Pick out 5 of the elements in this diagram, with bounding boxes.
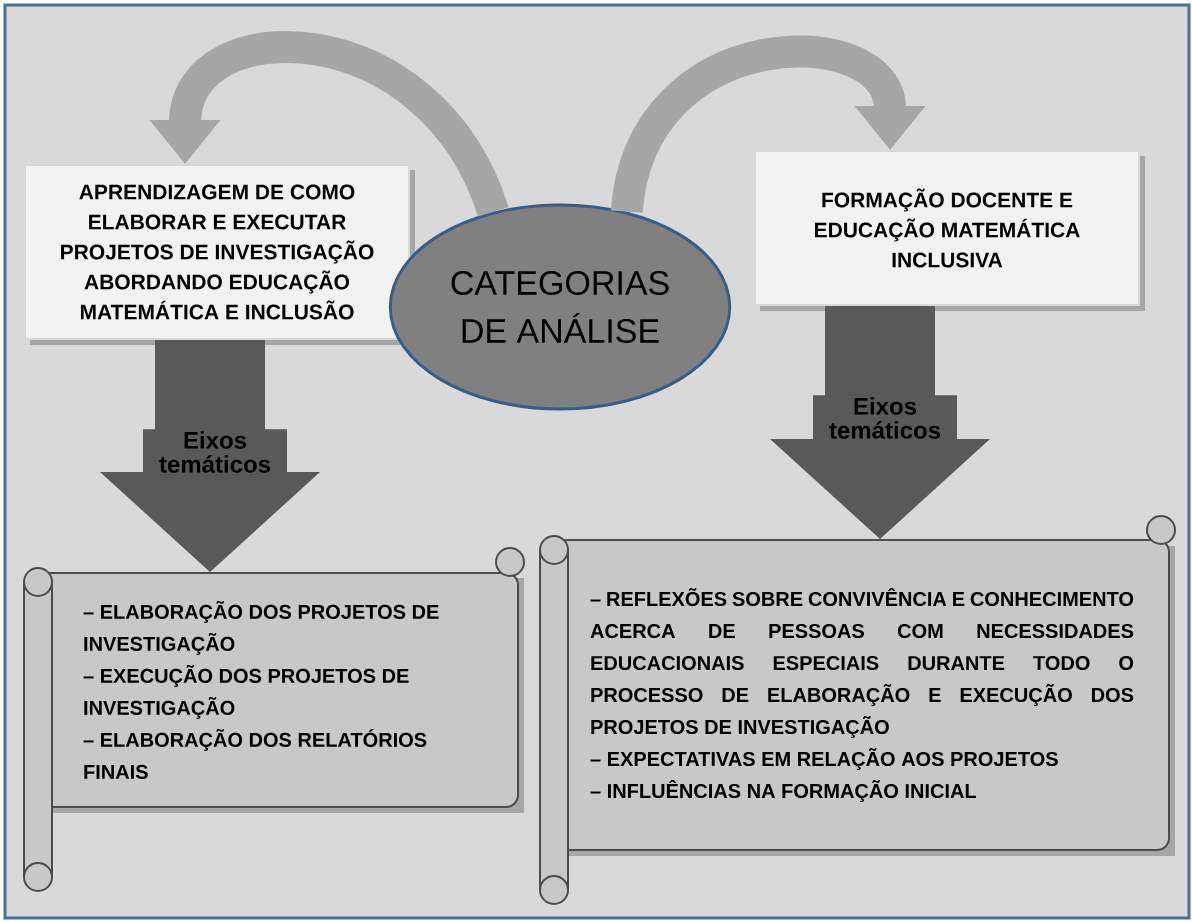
text-box: FORMAÇÃO DOCENTE E EDUCAÇÃO MATEMÁTICA INCLUSIVA	[754, 150, 1145, 311]
text-box: APRENDIZAGEM DE COMO ELABORAR E EXECUTAR PROJETOS DE INVESTIGAÇÃO ABORDANDO EDUCAÇÃO MATEMÁTICA E INCLUSÃO	[24, 164, 415, 345]
arrow	[611, 35, 926, 215]
edge-label: Eixos temáticos	[143, 429, 287, 475]
edge-label: Eixos temáticos	[813, 395, 957, 441]
